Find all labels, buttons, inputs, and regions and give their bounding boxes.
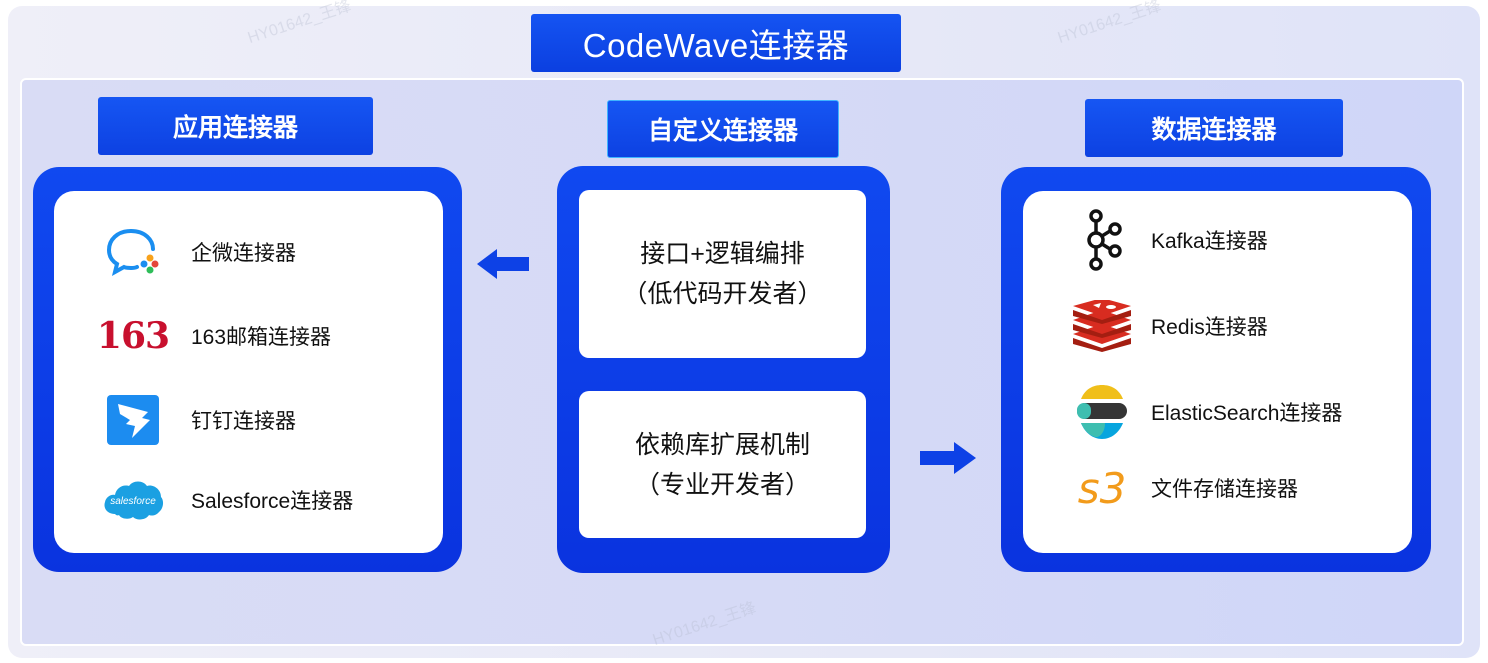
list-item-label: Redis连接器 <box>1151 316 1268 339</box>
list-item: salesforce Salesforce连接器 <box>101 470 353 530</box>
elasticsearch-icon <box>1070 382 1134 442</box>
custom-connector-label: 自定义连接器 <box>607 100 839 158</box>
lowcode-card: 接口+逻辑编排 （低代码开发者） <box>579 190 866 358</box>
card-line: 接口+逻辑编排 <box>640 240 805 268</box>
list-item-label: 163邮箱连接器 <box>191 326 332 349</box>
list-item: ElasticSearch连接器 <box>1070 382 1342 442</box>
list-item: 钉钉连接器 <box>101 390 296 450</box>
data-connector-label: 数据连接器 <box>1085 99 1343 157</box>
list-item-label: Kafka连接器 <box>1151 230 1268 253</box>
list-item-label: 钉钉连接器 <box>191 410 296 433</box>
card-line: （低代码开发者） <box>622 280 823 308</box>
prodev-card: 依赖库扩展机制 （专业开发者） <box>579 391 866 538</box>
list-item-label: ElasticSearch连接器 <box>1151 402 1343 425</box>
list-item: 企微连接器 <box>101 222 296 282</box>
list-item-label: Salesforce连接器 <box>191 490 354 513</box>
dingtalk-icon <box>101 390 165 450</box>
wecom-icon <box>101 222 165 282</box>
redis-icon <box>1070 296 1134 356</box>
app-connector-label: 应用连接器 <box>98 97 373 155</box>
list-item: 163 163邮箱连接器 <box>96 306 332 366</box>
list-item: Redis连接器 <box>1070 296 1268 356</box>
arrow-right-icon <box>920 442 976 474</box>
list-item: s3 文件存储连接器 <box>1070 458 1298 518</box>
kafka-icon <box>1070 209 1134 271</box>
list-item-label: 文件存储连接器 <box>1151 478 1298 501</box>
list-item: Kafka连接器 <box>1070 209 1268 271</box>
netease-163-icon: 163 <box>96 315 170 357</box>
salesforce-icon: salesforce <box>101 470 165 530</box>
s3-icon: s3 <box>1077 463 1127 513</box>
card-line: （专业开发者） <box>634 470 810 499</box>
list-item-label: 企微连接器 <box>191 242 296 265</box>
diagram-title: CodeWave连接器 <box>531 14 901 72</box>
data-connector-card <box>1023 191 1412 553</box>
card-line: 依赖库扩展机制 <box>634 430 810 459</box>
arrow-left-icon <box>477 249 529 279</box>
